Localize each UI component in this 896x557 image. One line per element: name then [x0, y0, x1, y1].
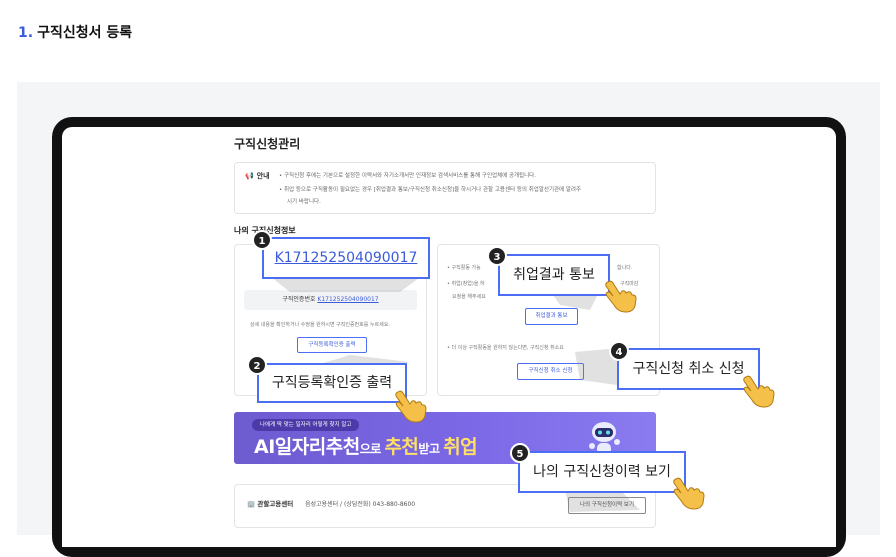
- banner-part-e: 취업: [443, 436, 478, 458]
- callout-badge-5: 5: [510, 443, 530, 463]
- cert-label: 구직인증번호: [282, 296, 316, 303]
- page-title: 구직신청관리: [234, 137, 301, 151]
- banner-part-a: AI일자리추천: [254, 436, 360, 458]
- notice-label-text: 안내: [256, 172, 270, 180]
- notice-label: 📢안내: [245, 171, 270, 181]
- cert-row: 구직인증번호 K171252504090017: [244, 290, 417, 310]
- banner-part-c: 추천: [384, 436, 419, 458]
- notice-box: 📢안내 • 구직신청 후에는 기본으로 설정한 이력서와 자기소개서만 인재정보…: [234, 162, 656, 214]
- callout-badge-4: 4: [609, 341, 629, 361]
- cert-number-link[interactable]: K171252504090017: [317, 296, 379, 303]
- banner-headline: AI일자리추천으로 추천받고 취업: [254, 432, 478, 459]
- pointing-hand-icon: [605, 280, 637, 313]
- right-line-2-end: 구직마감: [620, 281, 639, 287]
- office-label-text: 관할고용센터: [257, 500, 294, 508]
- megaphone-icon: 📢: [245, 172, 254, 180]
- callout-badge-1: 1: [252, 230, 272, 250]
- print-cert-button[interactable]: 구직등록확인증 출력: [297, 337, 367, 353]
- pointing-hand-icon: [395, 390, 427, 423]
- banner-pill: 나에게 딱 맞는 일자리 어떻게 찾지 알고: [252, 419, 360, 431]
- banner-part-b: 으로: [359, 442, 385, 456]
- notice-line-2: • 취업 등으로 구직활동이 필요없는 경우 [취업결과 통보/구직신청 취소신…: [279, 187, 582, 193]
- callout-print-cert[interactable]: 구직등록확인증 출력: [257, 363, 407, 403]
- callout-cancel-application[interactable]: 구직신청 취소 신청: [617, 348, 760, 390]
- callout-employment-result[interactable]: 취업결과 통보: [498, 254, 610, 296]
- pointing-hand-icon: [743, 375, 775, 408]
- section-heading: 1.구직신청서 등록: [18, 22, 132, 42]
- notice-line-1: • 구직신청 후에는 기본으로 설정한 이력서와 자기소개서만 인재정보 검색서…: [279, 173, 536, 179]
- pointing-hand-icon: [673, 477, 705, 510]
- banner-part-d: 받고: [418, 442, 444, 456]
- office-value: 음성고용센터 / (상담전화) 043-880-8600: [305, 501, 416, 508]
- heading-title: 구직신청서 등록: [37, 25, 133, 41]
- cancel-application-button[interactable]: 구직신청 취소 신청: [517, 363, 584, 380]
- office-card: 🏢 관할고용센터 음성고용센터 / (상담전화) 043-880-8600 나의…: [234, 484, 656, 528]
- right-line-1-end: 합니다.: [617, 265, 633, 271]
- right-line-3: 요청을 해주세요: [452, 294, 486, 300]
- right-line-4: • 더 이상 구직활동을 원하지 않는다면, 구직신청 취소요: [447, 345, 564, 351]
- callout-badge-2: 2: [247, 355, 267, 375]
- callout-cones: [262, 270, 640, 512]
- history-button[interactable]: 나의 구직신청이력 보기: [568, 497, 646, 514]
- callout-badge-3: 3: [487, 246, 507, 266]
- office-label: 🏢 관할고용센터: [247, 498, 293, 508]
- building-icon: 🏢: [247, 500, 256, 508]
- callout-cert-number[interactable]: K171252504090017: [262, 237, 430, 279]
- heading-number: 1.: [18, 25, 34, 41]
- employment-result-button[interactable]: 취업결과 통보: [525, 308, 578, 325]
- right-line-2: • 취업(창업)을 하: [447, 281, 485, 287]
- left-card-desc: 상세 내용을 확인하거나 수정을 원하시면 구직인증번호를 누르세요.: [250, 322, 390, 328]
- right-line-1: • 구직활동 가능: [447, 265, 481, 271]
- notice-line-3: 시기 바랍니다.: [287, 199, 321, 205]
- callout-history[interactable]: 나의 구직신청이력 보기: [518, 451, 686, 493]
